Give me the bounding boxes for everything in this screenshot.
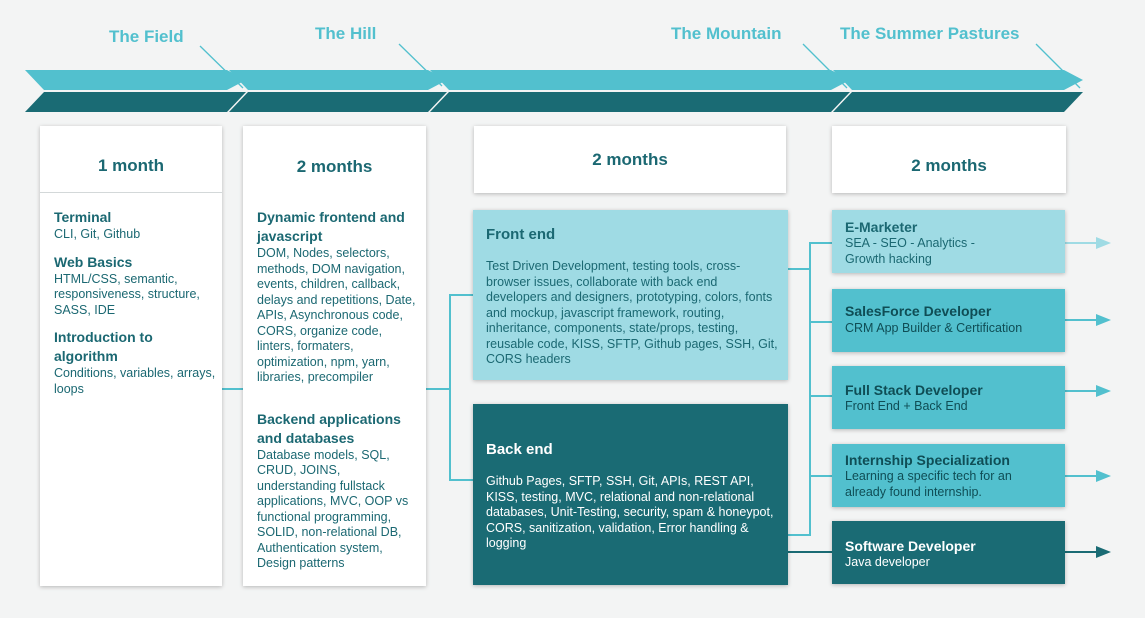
duration-label: 2 months — [911, 156, 987, 175]
role-card-salesforce: SalesForce Developer CRM App Builder & C… — [832, 289, 1065, 352]
duration-label: 1 month — [97, 156, 165, 175]
column-mountain-header: 2 months — [474, 126, 786, 193]
backend-body: Github Pages, SFTP, SSH, Git, APIs, REST… — [486, 474, 774, 550]
column-field-card: 1 month Terminal CLI, Git, Github Web Ba… — [40, 126, 222, 586]
timeline-arrow-dark — [25, 92, 1083, 112]
role-card-full-stack: Full Stack Developer Front End + Back En… — [832, 366, 1065, 429]
topic-title: Terminal — [54, 209, 112, 225]
divider — [40, 192, 222, 193]
topic-body: HTML/CSS, semantic, responsiveness, stru… — [54, 271, 200, 317]
role-subtitle: Learning a specific tech for an already … — [845, 469, 1012, 499]
role-title: Internship Specialization — [845, 452, 1010, 468]
topic-list: Dynamic frontend and javascript DOM, Nod… — [257, 208, 421, 582]
role-subtitle: SEA - SEO - Analytics - Growth hacking — [845, 236, 975, 266]
topic-title: Backend applications and databases — [257, 410, 401, 446]
topic-title: Introduction to algorithm — [54, 329, 153, 364]
stage-pointer-lines — [199, 43, 1081, 89]
role-card-internship: Internship Specialization Learning a spe… — [832, 444, 1065, 507]
topic-title: Dynamic frontend and javascript — [257, 209, 405, 244]
role-subtitle: Front End + Back End — [845, 399, 968, 413]
role-title: SalesForce Developer — [845, 303, 992, 319]
role-title: Full Stack Developer — [845, 382, 983, 398]
role-subtitle: Java developer — [845, 555, 930, 569]
flow-connectors — [222, 242, 832, 553]
stage-label-summer-pastures: The Summer Pastures — [840, 24, 1020, 43]
stage-label-field: The Field — [109, 27, 184, 46]
frontend-box: Front end Test Driven Development, testi… — [473, 210, 788, 380]
column-summer-header: 2 months — [832, 126, 1066, 193]
backend-box: Back end Github Pages, SFTP, SSH, Git, A… — [473, 404, 788, 585]
topic-body: Database models, SQL, CRUD, JOINS, under… — [257, 447, 409, 571]
duration-label: 2 months — [296, 157, 373, 176]
topic-body: DOM, Nodes, selectors, methods, DOM navi… — [257, 246, 416, 384]
output-arrows — [1065, 237, 1111, 558]
role-title: Software Developer — [845, 538, 976, 554]
role-card-e-marketer: E-Marketer SEA - SEO - Analytics - Growt… — [832, 210, 1065, 273]
topic-body: CLI, Git, Github — [54, 227, 141, 241]
topic-title: Web Basics — [54, 253, 133, 270]
role-title: E-Marketer — [845, 219, 918, 235]
topic-list: Terminal CLI, Git, Github Web Basics HTM… — [54, 208, 216, 407]
frontend-title: Front end — [486, 226, 556, 243]
backend-title: Back end — [486, 441, 553, 458]
column-hill-card: 2 months Dynamic frontend and javascript… — [243, 126, 426, 586]
timeline-arrow-light — [25, 70, 1083, 90]
role-card-software-dev: Software Developer Java developer — [832, 521, 1065, 584]
stage-label-mountain: The Mountain — [671, 24, 782, 43]
topic-body: Conditions, variables, arrays, loops — [54, 366, 216, 396]
duration-label: 2 months — [592, 150, 668, 169]
stage-label-hill: The Hill — [315, 24, 377, 43]
role-subtitle: CRM App Builder & Certification — [845, 321, 1023, 335]
frontend-body: Test Driven Development, testing tools, … — [486, 259, 778, 366]
